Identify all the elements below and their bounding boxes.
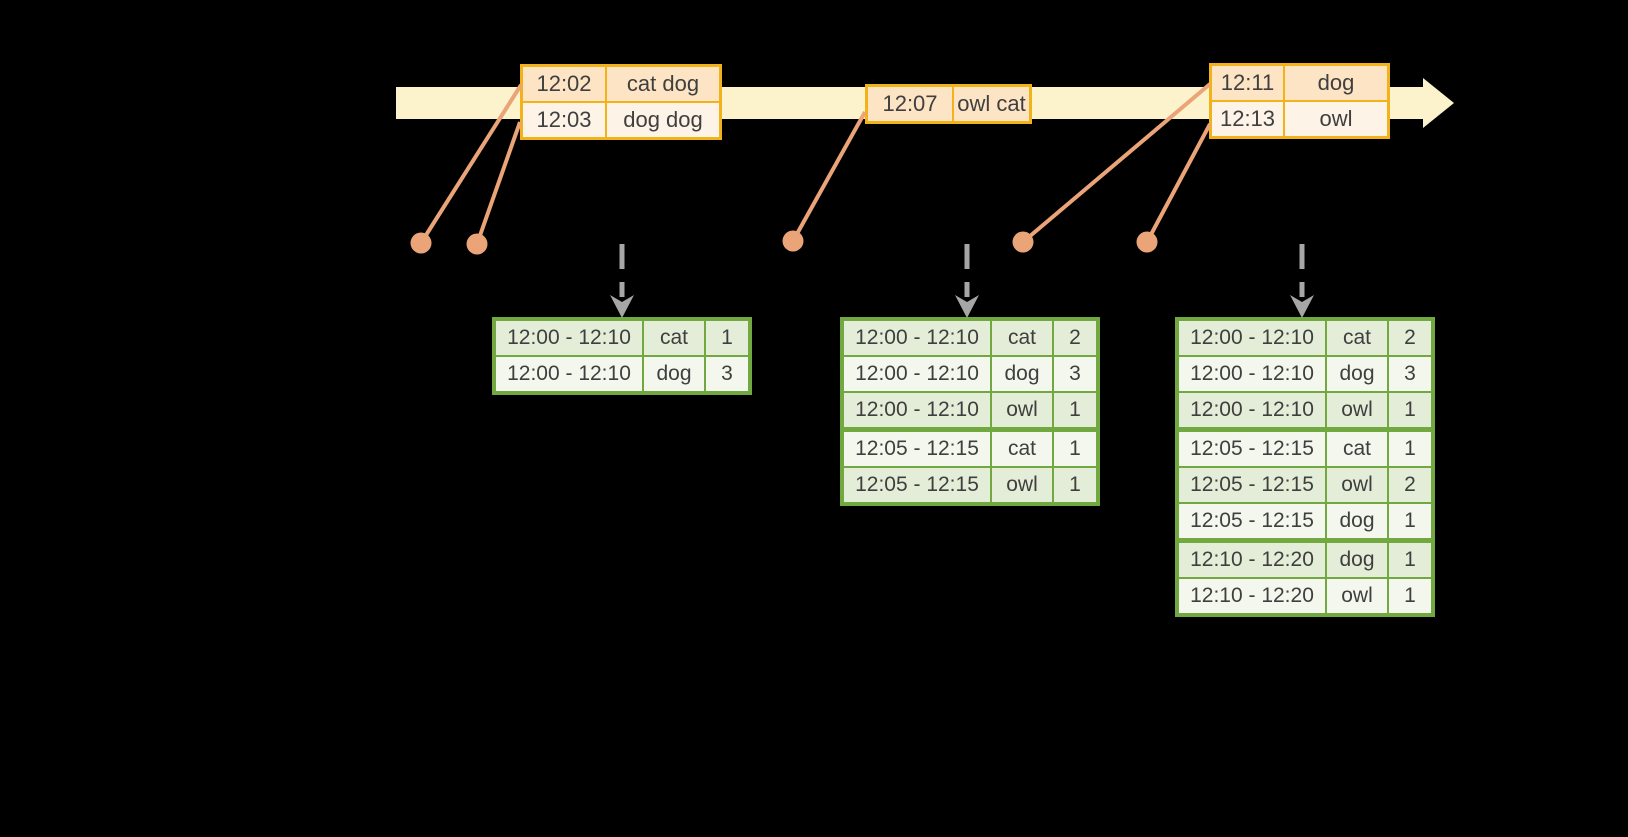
- word-cell: dog: [1327, 357, 1387, 391]
- trigger-arrow-head-icon: [610, 295, 634, 318]
- trigger-arrow: [1290, 244, 1314, 318]
- result-row: 12:05 - 12:15 owl 1: [844, 468, 1096, 502]
- event-row: 12:03 dog dog: [523, 103, 719, 137]
- event-words-cell: dog dog: [607, 103, 719, 137]
- result-table-1: 12:00 - 12:10 cat 1 12:00 - 12:10 dog 3: [492, 317, 752, 395]
- count-cell: 1: [1389, 579, 1431, 613]
- event-connector-line: [475, 121, 522, 245]
- trigger-arrow: [610, 244, 634, 318]
- result-row: 12:05 - 12:15 cat 1: [844, 432, 1096, 466]
- count-cell: 2: [1389, 468, 1431, 502]
- word-cell: dog: [1327, 543, 1387, 577]
- event-row: 12:07 owl cat: [868, 87, 1029, 121]
- event-row: 12:13 owl: [1212, 102, 1387, 136]
- window-cell: 12:05 - 12:15: [1179, 432, 1325, 466]
- word-cell: owl: [992, 468, 1052, 502]
- event-box-3: 12:11 dog 12:13 owl: [1209, 63, 1390, 139]
- result-row: 12:00 - 12:10 owl 1: [1179, 393, 1431, 427]
- window-cell: 12:05 - 12:15: [844, 468, 990, 502]
- event-box-2: 12:07 owl cat: [865, 84, 1032, 124]
- count-cell: 1: [1389, 543, 1431, 577]
- trigger-arrows: [610, 244, 1314, 318]
- word-cell: owl: [1327, 468, 1387, 502]
- timeline-arrowhead-icon: [1423, 78, 1454, 128]
- window-cell: 12:10 - 12:20: [1179, 543, 1325, 577]
- trigger-arrow-head-icon: [1290, 295, 1314, 318]
- window-cell: 12:10 - 12:20: [1179, 579, 1325, 613]
- result-row: 12:05 - 12:15 cat 1: [1179, 432, 1431, 466]
- window-cell: 12:05 - 12:15: [1179, 504, 1325, 538]
- result-row: 12:00 - 12:10 cat 1: [496, 321, 748, 355]
- word-cell: owl: [992, 393, 1052, 427]
- trigger-arrow: [955, 244, 979, 318]
- word-cell: cat: [992, 432, 1052, 466]
- count-cell: 1: [1389, 432, 1431, 466]
- window-cell: 12:00 - 12:10: [1179, 357, 1325, 391]
- count-cell: 3: [1389, 357, 1431, 391]
- word-cell: cat: [1327, 432, 1387, 466]
- result-row: 12:05 - 12:15 owl 2: [1179, 468, 1431, 502]
- event-row: 12:11 dog: [1212, 66, 1387, 100]
- trigger-arrow-head-icon: [955, 295, 979, 318]
- window-cell: 12:00 - 12:10: [496, 357, 642, 391]
- event-time-cell: 12:11: [1212, 66, 1283, 100]
- event-words-cell: owl: [1285, 102, 1387, 136]
- event-dot: [466, 233, 488, 255]
- count-cell: 1: [1054, 432, 1096, 466]
- event-time-cell: 12:07: [868, 87, 952, 121]
- result-table-2: 12:00 - 12:10 cat 2 12:00 - 12:10 dog 3 …: [840, 317, 1100, 506]
- event-connector-line: [1145, 123, 1212, 243]
- event-time-cell: 12:13: [1212, 102, 1283, 136]
- word-cell: cat: [644, 321, 704, 355]
- event-dot: [1012, 231, 1034, 253]
- result-row: 12:00 - 12:10 owl 1: [844, 393, 1096, 427]
- word-cell: cat: [1327, 321, 1387, 355]
- result-row: 12:00 - 12:10 cat 2: [844, 321, 1096, 355]
- event-time-cell: 12:03: [523, 103, 605, 137]
- event-time-cell: 12:02: [523, 67, 605, 101]
- result-row: 12:00 - 12:10 cat 2: [1179, 321, 1431, 355]
- event-dot: [782, 230, 804, 252]
- result-row: 12:00 - 12:10 dog 3: [844, 357, 1096, 391]
- result-row: 12:05 - 12:15 dog 1: [1179, 504, 1431, 538]
- window-cell: 12:00 - 12:10: [844, 357, 990, 391]
- event-words-cell: dog: [1285, 66, 1387, 100]
- word-cell: dog: [992, 357, 1052, 391]
- event-box-1: 12:02 cat dog 12:03 dog dog: [520, 64, 722, 140]
- result-row: 12:10 - 12:20 dog 1: [1179, 543, 1431, 577]
- event-words-cell: cat dog: [607, 67, 719, 101]
- event-row: 12:02 cat dog: [523, 67, 719, 101]
- word-cell: cat: [992, 321, 1052, 355]
- event-dots: [410, 230, 1158, 255]
- count-cell: 3: [706, 357, 748, 391]
- event-words-cell: owl cat: [954, 87, 1029, 121]
- count-cell: 1: [1054, 393, 1096, 427]
- count-cell: 1: [1054, 468, 1096, 502]
- result-row: 12:00 - 12:10 dog 3: [496, 357, 748, 391]
- count-cell: 1: [1389, 393, 1431, 427]
- window-cell: 12:05 - 12:15: [1179, 468, 1325, 502]
- word-cell: dog: [644, 357, 704, 391]
- window-cell: 12:00 - 12:10: [1179, 321, 1325, 355]
- window-cell: 12:00 - 12:10: [1179, 393, 1325, 427]
- count-cell: 1: [706, 321, 748, 355]
- event-dot: [410, 232, 432, 254]
- word-cell: owl: [1327, 579, 1387, 613]
- count-cell: 2: [1389, 321, 1431, 355]
- count-cell: 1: [1389, 504, 1431, 538]
- event-connector-line: [791, 111, 867, 242]
- word-cell: owl: [1327, 393, 1387, 427]
- window-cell: 12:00 - 12:10: [844, 321, 990, 355]
- result-row: 12:00 - 12:10 dog 3: [1179, 357, 1431, 391]
- count-cell: 2: [1054, 321, 1096, 355]
- count-cell: 3: [1054, 357, 1096, 391]
- result-row: 12:10 - 12:20 owl 1: [1179, 579, 1431, 613]
- result-table-3: 12:00 - 12:10 cat 2 12:00 - 12:10 dog 3 …: [1175, 317, 1435, 617]
- window-cell: 12:00 - 12:10: [496, 321, 642, 355]
- event-dot: [1136, 231, 1158, 253]
- window-cell: 12:05 - 12:15: [844, 432, 990, 466]
- window-cell: 12:00 - 12:10: [844, 393, 990, 427]
- word-cell: dog: [1327, 504, 1387, 538]
